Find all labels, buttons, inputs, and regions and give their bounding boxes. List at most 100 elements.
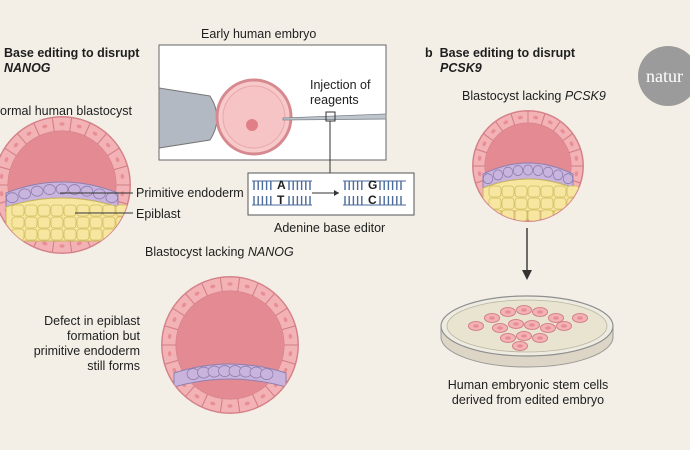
- petri-dish: [440, 295, 614, 368]
- cell-nucleus: [491, 129, 496, 134]
- cell-nucleus: [167, 351, 172, 357]
- cell-nucleus: [194, 394, 200, 399]
- nature-logo: [638, 46, 690, 106]
- lacking-nanog-label: Blastocyst lacking NANOG: [145, 245, 294, 259]
- epiblast-cell: [553, 185, 567, 198]
- cell-nucleus: [574, 155, 579, 161]
- early-embryo-label: Early human embryo: [201, 27, 317, 41]
- stem-cell-nucleus: [537, 310, 543, 314]
- cell-nucleus: [283, 317, 288, 323]
- cell-nucleus: [42, 124, 48, 129]
- cell-nucleus: [482, 141, 487, 147]
- epiblast-label: Epiblast: [136, 207, 181, 221]
- stem-cell-nucleus: [489, 316, 495, 320]
- holding-pipette: [158, 87, 218, 149]
- endoderm-cell: [542, 166, 554, 178]
- stem-cell-nucleus: [513, 322, 519, 326]
- epiblast-cell: [89, 228, 103, 241]
- nature-logo-text: natur: [646, 66, 683, 86]
- cell-nucleus: [194, 291, 200, 296]
- stem-cell-nucleus: [577, 316, 583, 320]
- cell-nucleus: [115, 157, 120, 163]
- endoderm-cell: [522, 164, 534, 176]
- cell-nucleus: [4, 157, 9, 163]
- epiblast-cell: [50, 216, 64, 229]
- epiblast-cell: [501, 197, 515, 210]
- dna-after-top: G: [368, 178, 378, 192]
- endoderm-cell: [512, 165, 524, 176]
- stem-cell-nucleus: [537, 336, 543, 340]
- cell-nucleus: [560, 129, 565, 134]
- epiblast-cell: [50, 204, 64, 217]
- cell-nucleus: [260, 394, 266, 399]
- endoderm-cell: [482, 173, 494, 185]
- endoderm-cell: [532, 165, 544, 176]
- stem-cell-nucleus: [517, 344, 523, 348]
- epiblast-cell: [540, 185, 554, 198]
- cell-nucleus: [517, 115, 523, 120]
- epiblast-cell: [527, 185, 541, 198]
- epiblast-cell: [89, 204, 103, 217]
- endoderm-cell: [552, 169, 564, 181]
- cell-nucleus: [533, 115, 539, 120]
- cell-nucleus: [76, 124, 82, 129]
- epiblast-cell: [63, 216, 77, 229]
- cell-nucleus: [92, 131, 98, 136]
- cell-nucleus: [227, 404, 233, 408]
- endoderm-cell: [93, 188, 106, 200]
- endoderm-cell: [562, 173, 574, 185]
- stem-cell-nucleus: [521, 334, 527, 338]
- epiblast-cell: [115, 228, 129, 241]
- epiblast-cell: [501, 185, 515, 198]
- cell-nucleus: [13, 142, 19, 148]
- epiblast-cell: [102, 216, 116, 229]
- epiblast-cell: [527, 209, 541, 221]
- injection-box: [158, 44, 387, 161]
- epiblast-cell: [24, 216, 38, 229]
- endoderm-cell: [492, 169, 504, 181]
- epiblast-cell: [37, 228, 51, 241]
- cell-nucleus: [210, 284, 216, 289]
- cell-nucleus: [288, 351, 293, 357]
- stem-cell-nucleus: [497, 326, 503, 330]
- endoderm-cell: [502, 166, 514, 178]
- stem-cell-nucleus: [553, 316, 559, 320]
- cell-nucleus: [181, 302, 187, 308]
- stem-cell-nucleus: [521, 308, 527, 312]
- cell-nucleus: [120, 173, 125, 179]
- epiblast-cell: [24, 228, 38, 241]
- endoderm-cell: [43, 184, 56, 195]
- lacking-pcsk9-label: Blastocyst lacking PCSK9: [462, 89, 606, 103]
- epiblast-cell: [76, 204, 90, 217]
- endoderm-cell: [260, 368, 274, 380]
- cell-nucleus: [172, 317, 177, 323]
- endoderm-cell: [5, 192, 19, 204]
- cell-nucleus: [283, 367, 288, 373]
- dna-before-top: A: [277, 178, 286, 192]
- endoderm-cell: [68, 184, 81, 195]
- stem-cell-nucleus: [529, 323, 535, 327]
- epiblast-cell: [11, 228, 25, 241]
- normal-blastocyst-label: ormal human blastocyst: [0, 104, 133, 118]
- primitive-endoderm-label: Primitive endoderm: [136, 186, 244, 200]
- dna-after-bottom: C: [368, 193, 377, 207]
- cell-nucleus: [26, 131, 32, 136]
- dna-before-bottom: T: [277, 193, 285, 207]
- endoderm-cell: [30, 185, 44, 197]
- cell-nucleus: [167, 333, 172, 339]
- epiblast-cell: [11, 216, 25, 229]
- cell-nucleus: [59, 244, 65, 248]
- epiblast-cell: [488, 185, 502, 198]
- epiblast-cell: [63, 228, 77, 241]
- epiblast-cell: [540, 197, 554, 210]
- cell-nucleus: [42, 241, 48, 246]
- epiblast-cell: [11, 204, 25, 217]
- cell-nucleus: [244, 284, 250, 289]
- epiblast-cell: [527, 197, 541, 210]
- epiblast-cell: [37, 216, 51, 229]
- cell-nucleus: [477, 155, 482, 161]
- stem-cell-nucleus: [505, 310, 511, 314]
- endoderm-cell: [105, 192, 119, 204]
- epiblast-cell: [488, 197, 502, 210]
